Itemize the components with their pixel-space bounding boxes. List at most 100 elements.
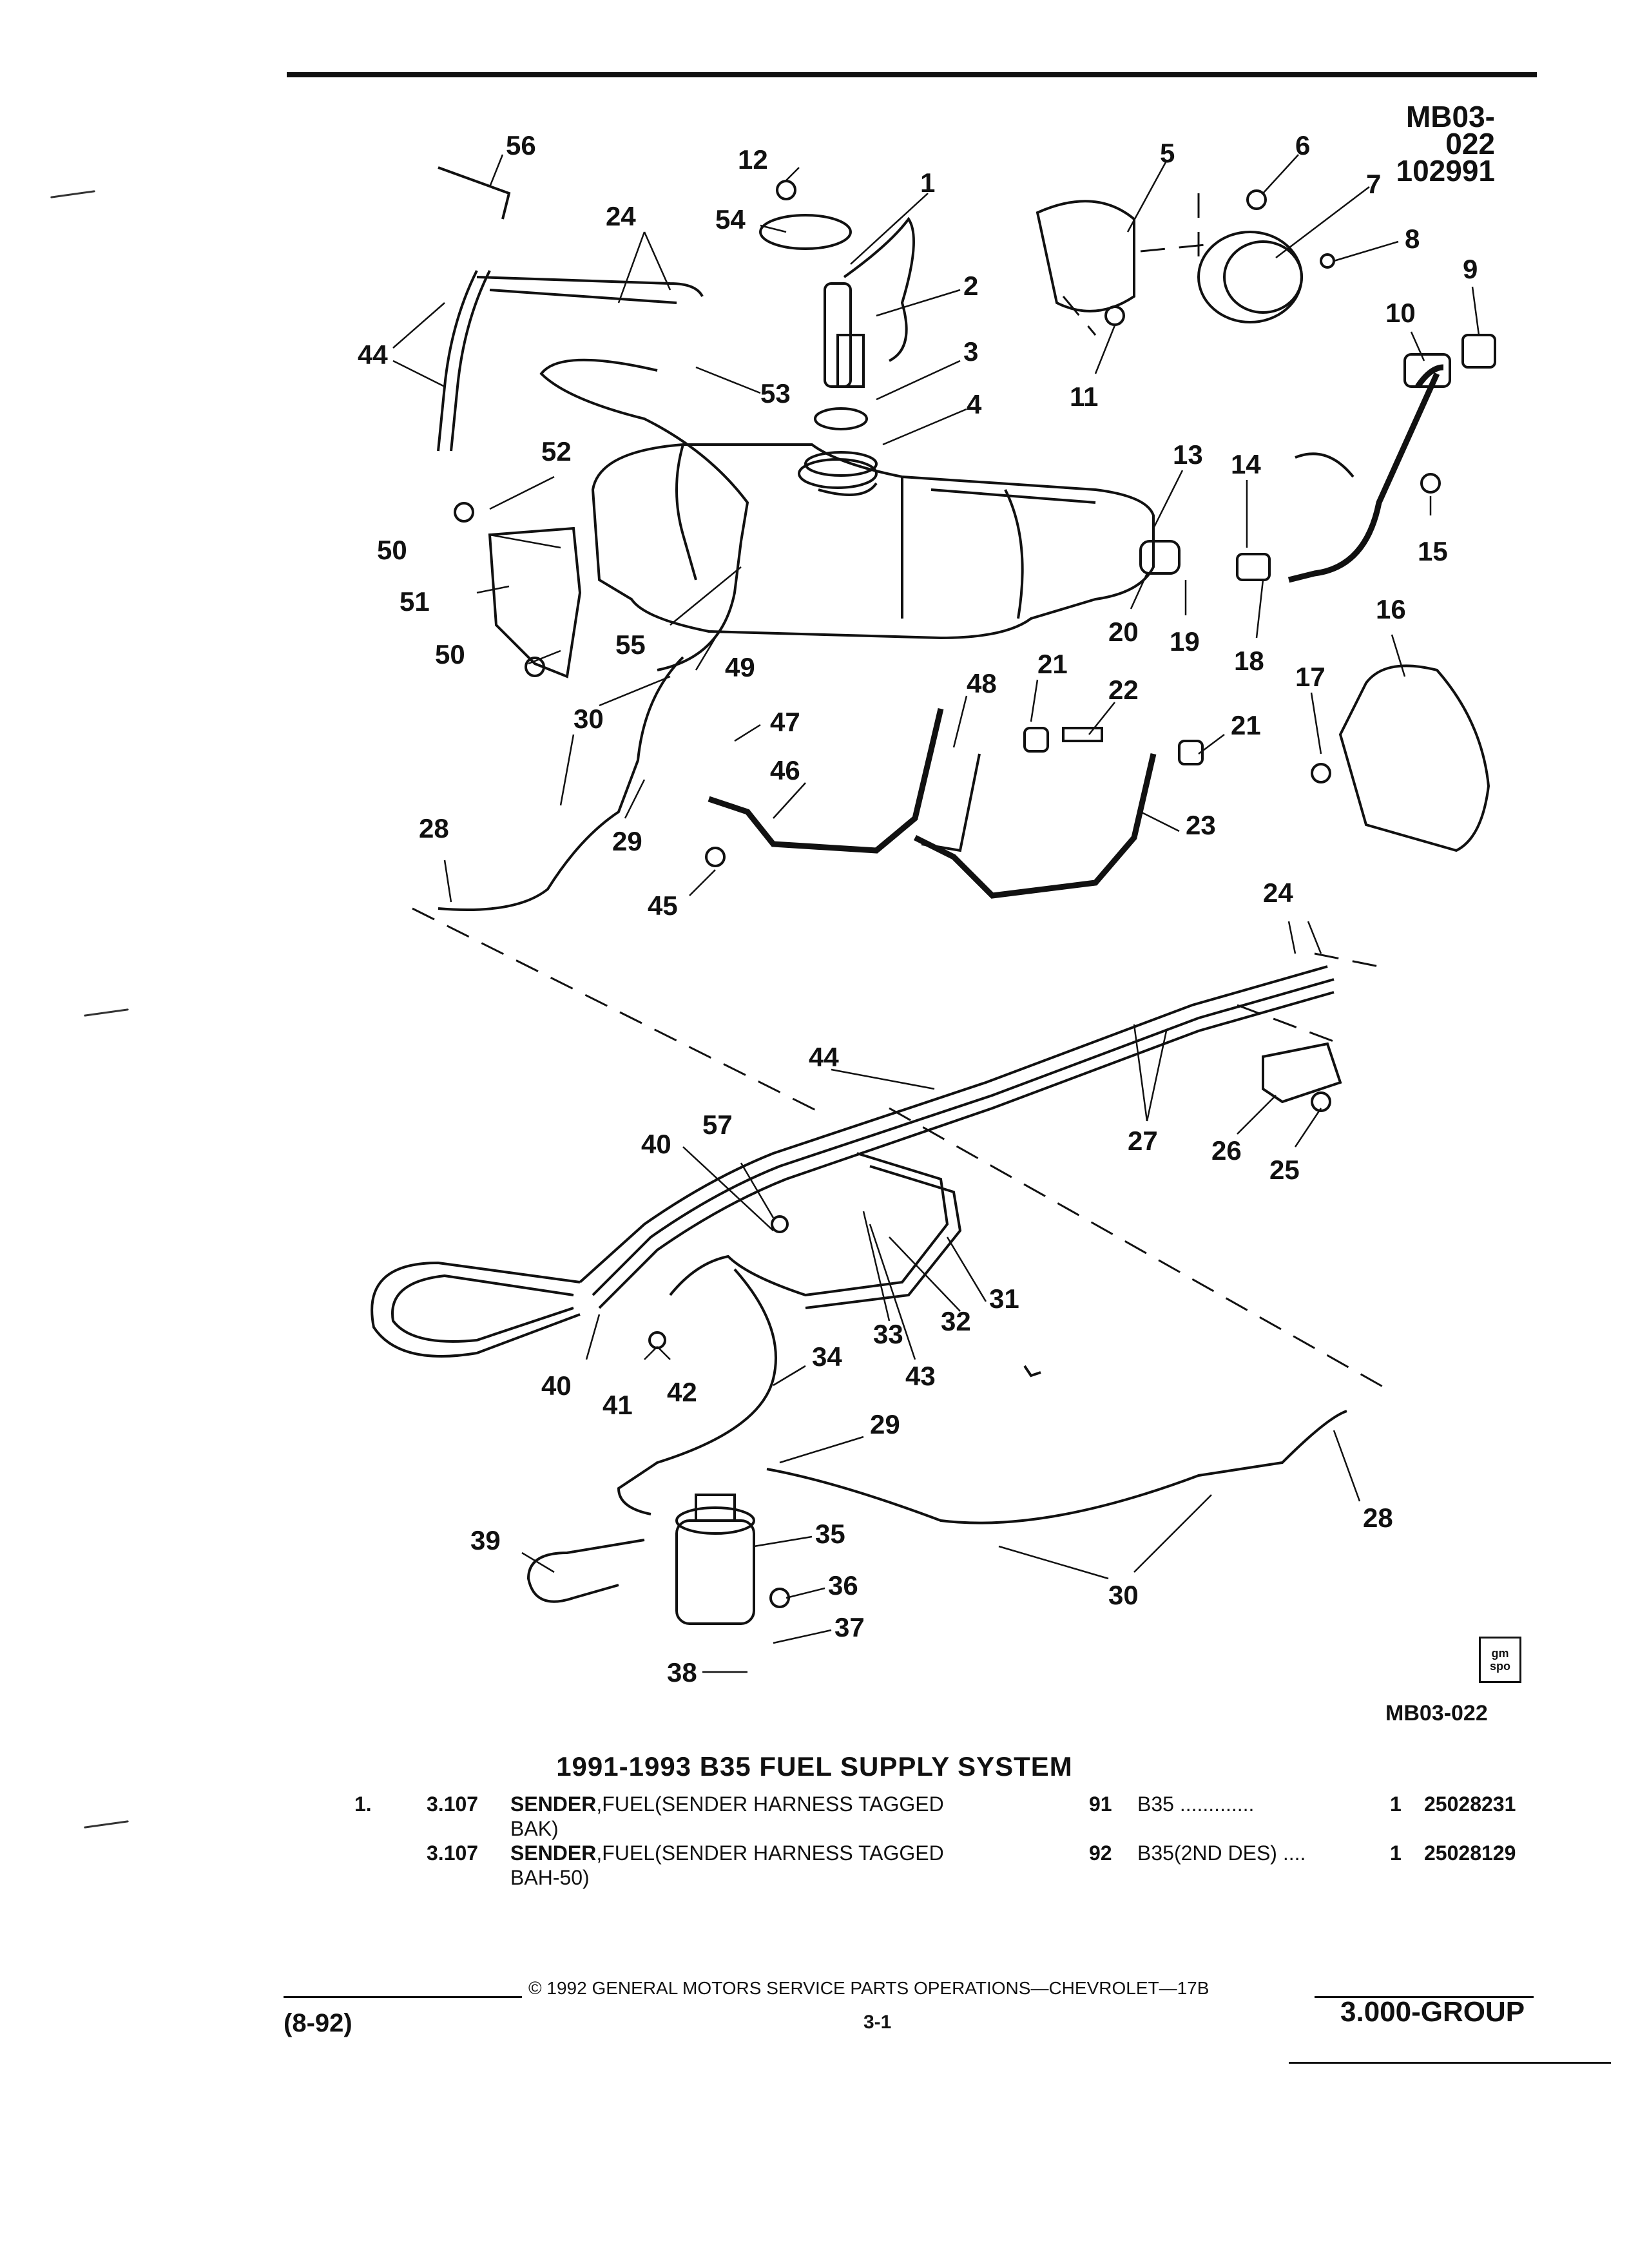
quantity: 1 bbox=[1390, 1841, 1402, 1865]
callout-37: 37 bbox=[834, 1612, 865, 1642]
diagram-code: MB03-022 bbox=[1405, 100, 1495, 160]
diagram-code-header: MB03-022 102991 bbox=[1360, 100, 1496, 187]
footer-rule-left bbox=[284, 1996, 522, 1998]
callout-43: 43 bbox=[905, 1361, 936, 1391]
top-rule bbox=[287, 72, 1537, 77]
fuel-feed-line-44 bbox=[579, 965, 1328, 1283]
bracket-56 bbox=[438, 166, 511, 220]
callout-16: 16 bbox=[1376, 594, 1406, 624]
callout-24-right: 24 bbox=[1263, 878, 1293, 908]
part-description: SENDER,FUEL(SENDER HARNESS TAGGED bbox=[510, 1792, 944, 1816]
callout-21-left: 21 bbox=[1037, 649, 1068, 679]
callout-30-upper: 30 bbox=[574, 704, 604, 734]
section-title: 1991-1993 B35 FUEL SUPPLY SYSTEM bbox=[556, 1751, 1073, 1782]
footer-date: (8-92) bbox=[284, 2009, 352, 2037]
callout-42: 42 bbox=[667, 1377, 697, 1407]
copyright-line: © 1992 GENERAL MOTORS SERVICE PARTS OPER… bbox=[528, 1978, 1210, 1998]
fuel-loop bbox=[371, 1261, 581, 1358]
callout-11: 11 bbox=[1070, 381, 1098, 412]
year: 91 bbox=[1089, 1792, 1112, 1816]
callout-41: 41 bbox=[602, 1390, 633, 1420]
part-name: SENDER bbox=[510, 1841, 597, 1865]
quantity: 1 bbox=[1390, 1792, 1402, 1816]
callout-32: 32 bbox=[941, 1306, 971, 1336]
callout-7: 7 bbox=[1366, 169, 1381, 199]
callout-47: 47 bbox=[770, 707, 800, 737]
callout-8: 8 bbox=[1405, 224, 1420, 254]
callout-44-middle: 44 bbox=[809, 1042, 839, 1072]
leader-lines bbox=[392, 154, 1480, 1673]
callout-5: 5 bbox=[1160, 138, 1175, 168]
callout-6: 6 bbox=[1295, 130, 1310, 160]
callout-22: 22 bbox=[1108, 675, 1139, 705]
callout-2: 2 bbox=[963, 271, 978, 301]
part-description: SENDER,FUEL(SENDER HARNESS TAGGED bbox=[510, 1841, 944, 1865]
fuel-tank bbox=[591, 443, 1155, 640]
part-desc: ,FUEL(SENDER HARNESS TAGGED bbox=[596, 1792, 944, 1816]
callout-28-upper: 28 bbox=[419, 813, 449, 843]
callout-14: 14 bbox=[1231, 449, 1261, 479]
callout-50-upper: 50 bbox=[377, 535, 407, 565]
part-desc-cont: BAH-50) bbox=[510, 1866, 590, 1889]
part-number: 25028231 bbox=[1424, 1792, 1516, 1816]
callout-51: 51 bbox=[400, 586, 430, 617]
callout-48: 48 bbox=[967, 668, 997, 698]
printing-speck bbox=[1023, 1365, 1041, 1378]
diagram-ref-bottom: MB03-022 bbox=[1385, 1701, 1488, 1725]
fuel-sender-assembly bbox=[759, 214, 915, 477]
callout-23: 23 bbox=[1186, 810, 1216, 840]
callout-17: 17 bbox=[1295, 662, 1325, 692]
page-number: 3-1 bbox=[863, 2012, 892, 2033]
heat-shield-right bbox=[1338, 664, 1490, 852]
canister-purge bbox=[526, 1539, 645, 1603]
callout-20: 20 bbox=[1108, 617, 1139, 647]
callout-40-lower: 40 bbox=[541, 1370, 572, 1401]
footer-bottom-rule bbox=[1289, 2062, 1611, 2064]
callout-33: 33 bbox=[873, 1319, 903, 1349]
callout-55: 55 bbox=[615, 629, 646, 660]
callout-40-upper: 40 bbox=[641, 1129, 671, 1159]
callout-52: 52 bbox=[541, 436, 572, 466]
parts-row: 1. bbox=[354, 1792, 372, 1816]
callout-39: 39 bbox=[470, 1525, 501, 1555]
fuel-line-55 bbox=[539, 358, 749, 671]
callout-46: 46 bbox=[770, 755, 800, 785]
callout-27: 27 bbox=[1128, 1126, 1158, 1156]
series: B35(2ND DES) .... bbox=[1137, 1841, 1306, 1865]
vapor-line-34 bbox=[617, 1268, 777, 1515]
filler-door bbox=[1036, 200, 1303, 323]
tank-strap-46 bbox=[708, 707, 944, 854]
footer-rule-right bbox=[1315, 1996, 1534, 1998]
filler-neck bbox=[1287, 334, 1496, 583]
year: 92 bbox=[1089, 1841, 1112, 1865]
series: B35 ............. bbox=[1137, 1792, 1255, 1816]
part-name: SENDER bbox=[510, 1792, 597, 1816]
callout-38: 38 bbox=[667, 1657, 697, 1687]
part-desc-cont: BAK) bbox=[510, 1817, 559, 1840]
part-desc: ,FUEL(SENDER HARNESS TAGGED bbox=[596, 1841, 944, 1865]
callout-54: 54 bbox=[715, 204, 746, 235]
margin-mark bbox=[84, 1820, 129, 1829]
fuel-system-exploded-diagram: 1 2 3 4 5 6 7 8 9 10 11 12 13 14 15 16 1… bbox=[358, 130, 1496, 1687]
callout-15: 15 bbox=[1418, 536, 1448, 566]
return-line bbox=[669, 1152, 949, 1297]
callout-9: 9 bbox=[1463, 254, 1478, 284]
callout-19: 19 bbox=[1170, 626, 1200, 657]
callout-26: 26 bbox=[1211, 1135, 1242, 1166]
callout-numbers: 1 2 3 4 5 6 7 8 9 10 11 12 13 14 15 16 1… bbox=[358, 130, 1478, 1687]
callout-44-top: 44 bbox=[358, 340, 388, 370]
callout-56: 56 bbox=[506, 130, 536, 160]
tank-strap-23 bbox=[913, 753, 1157, 899]
group-number: 3.107 bbox=[427, 1841, 479, 1865]
callout-35: 35 bbox=[815, 1519, 845, 1549]
callout-29-lower: 29 bbox=[870, 1409, 900, 1439]
vent-line bbox=[437, 270, 478, 452]
callout-28-lower: 28 bbox=[1363, 1503, 1393, 1533]
diagram-date-code: 102991 bbox=[1396, 154, 1496, 187]
callout-34: 34 bbox=[812, 1341, 842, 1372]
callout-30-lower: 30 bbox=[1108, 1580, 1139, 1610]
callout-13: 13 bbox=[1173, 439, 1203, 470]
fasteners bbox=[438, 166, 1441, 1608]
heat-shield-left bbox=[488, 526, 582, 678]
callout-31: 31 bbox=[989, 1283, 1019, 1314]
